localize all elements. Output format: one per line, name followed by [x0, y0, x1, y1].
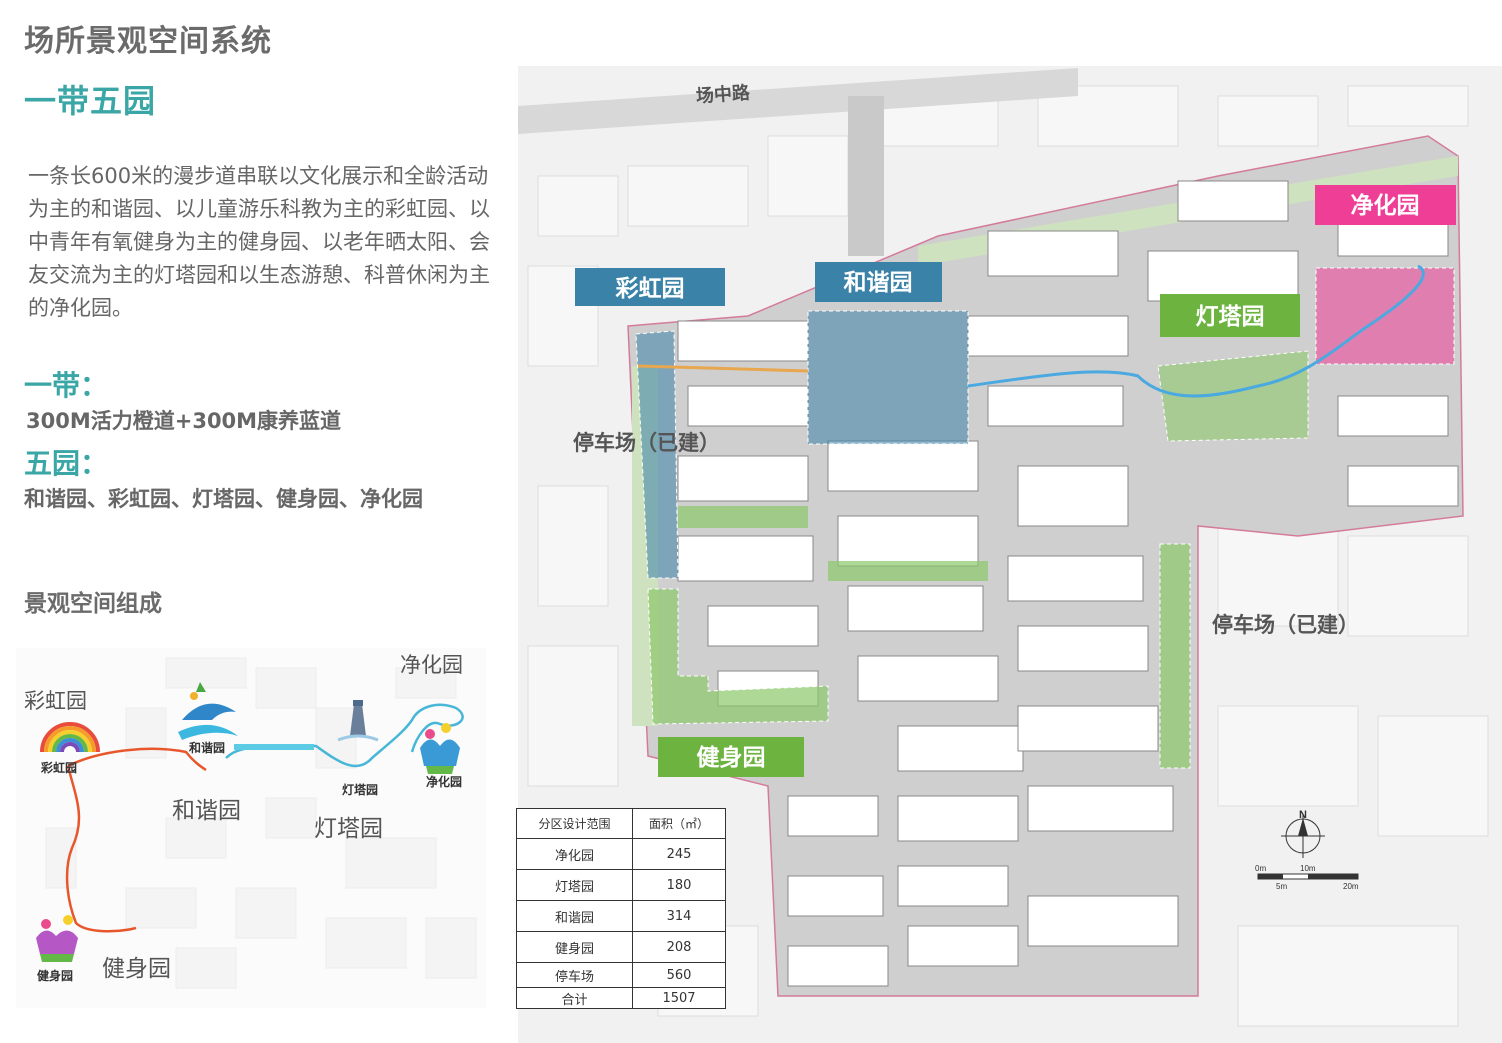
table-header: 面积（㎡） [632, 808, 726, 839]
scale-bar [1257, 873, 1359, 880]
label-box-lighthouse [1160, 294, 1300, 337]
table-cell: 健身园 [516, 931, 633, 963]
label-box-purify [1315, 185, 1456, 225]
table-cell: 停车场 [516, 962, 633, 988]
rainbow-icon [40, 722, 100, 753]
orange-path [65, 765, 137, 933]
purify-icon [420, 723, 460, 774]
table-cell: 1507 [632, 987, 726, 1009]
label-box-harmony [815, 262, 942, 302]
table-cell: 和谐园 [516, 900, 633, 932]
table-row: 灯塔园 180 [516, 869, 726, 901]
harmony-icon [178, 682, 238, 740]
table-cell: 180 [632, 869, 726, 901]
table-cell: 灯塔园 [516, 869, 633, 901]
caption-harmony: 和谐园 [188, 740, 225, 755]
orange-path-top [67, 747, 207, 772]
lighthouse-icon [337, 700, 379, 742]
area-table: 分区设计范围 面积（㎡） 净化园 245 灯塔园 180 和谐园 314 健身园… [516, 808, 726, 1009]
blue-walkway [234, 744, 314, 750]
scale-20: 20m [1343, 882, 1359, 891]
composition-title: 景观空间组成 [24, 591, 162, 617]
section-subtitle: 一带五园 [24, 82, 157, 120]
table-cell: 560 [632, 962, 726, 988]
fitness-icon [36, 915, 78, 962]
north-label: N [1299, 809, 1307, 821]
caption-rainbow: 彩虹园 [40, 760, 77, 775]
belt-heading: 一带： [24, 369, 109, 402]
green-strip-2 [828, 561, 988, 581]
page-title: 场所景观空间系统 [24, 24, 272, 59]
gardens-heading: 五园： [24, 447, 109, 480]
table-cell: 净化园 [516, 838, 633, 870]
label-fitness: 健身园 [102, 955, 171, 981]
label-box-fitness [658, 737, 804, 777]
table-cell: 245 [632, 838, 726, 870]
zone-harmony [807, 310, 969, 445]
label-purify: 净化园 [400, 654, 463, 677]
label-box-rainbow [575, 268, 725, 306]
table-row: 停车场 560 [516, 962, 726, 988]
residential-buildings [677, 180, 1459, 987]
caption-purify: 净化园 [426, 774, 462, 789]
zone-east-belt [1159, 543, 1191, 769]
scale-10: 10m [1300, 864, 1316, 873]
zone-label-harmony: 和谐园 [844, 269, 913, 295]
table-header: 分区设计范围 [516, 808, 633, 839]
zone-rainbow [635, 330, 679, 579]
zone-label-rainbow: 彩虹园 [615, 275, 685, 301]
label-lighthouse: 灯塔园 [314, 815, 383, 841]
belt-text: 300M活力橙道+300M康养蓝道 [26, 409, 342, 433]
gardens-text: 和谐园、彩虹园、灯塔园、健身园、净化园 [24, 487, 423, 511]
zone-lighthouse [1157, 350, 1309, 442]
parking-label-west: 停车场（已建） [573, 431, 720, 455]
road-north-entry [848, 96, 884, 256]
green-strip-1 [678, 506, 808, 528]
table-header-row: 分区设计范围 面积（㎡） [516, 808, 726, 839]
parking-label-east: 停车场（已建） [1212, 613, 1359, 637]
scale-5: 5m [1276, 882, 1287, 891]
zone-fitness [647, 588, 829, 725]
road-top [518, 68, 1078, 134]
blue-path-main [967, 264, 1425, 398]
table-cell: 314 [632, 900, 726, 932]
table-cell: 208 [632, 931, 726, 963]
table-row: 净化园 245 [516, 838, 726, 870]
orange-path-main [637, 364, 809, 373]
road-label: 场中路 [695, 81, 751, 106]
mini-map-background [16, 648, 486, 1008]
composition-diagram: 彩虹园 和谐园 灯塔园 净化园 健身园 彩虹园 和谐园 灯塔园 净化园 健身园 [16, 648, 486, 1008]
description-text: 一条长600米的漫步道串联以文化展示和全龄活动为主的和谐园、以儿童游乐科教为主的… [28, 164, 490, 320]
scale-0: 0m [1255, 864, 1266, 873]
north-arrow [1281, 814, 1325, 858]
caption-lighthouse: 灯塔园 [342, 782, 378, 797]
table-row: 和谐园 314 [516, 900, 726, 932]
zone-label-fitness: 健身园 [697, 744, 766, 770]
caption-fitness: 健身园 [37, 968, 73, 983]
label-harmony: 和谐园 [172, 797, 241, 823]
label-rainbow: 彩虹园 [24, 690, 87, 713]
table-row: 健身园 208 [516, 931, 726, 963]
zone-label-lighthouse: 灯塔园 [1196, 303, 1265, 329]
table-total-row: 合计 1507 [516, 987, 726, 1009]
table-cell: 合计 [516, 987, 633, 1009]
zone-label-purify: 净化园 [1351, 192, 1420, 218]
